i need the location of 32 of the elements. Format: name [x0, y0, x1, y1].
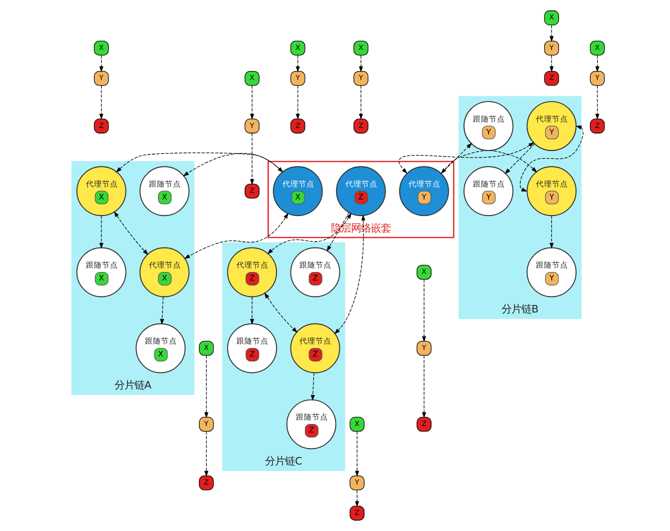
arrow	[358, 85, 362, 120]
arrow	[326, 212, 349, 252]
arrow	[250, 296, 254, 325]
arrow	[594, 55, 599, 72]
arrow	[295, 85, 300, 120]
arrow	[354, 431, 359, 477]
arrow	[182, 153, 282, 176]
arrow	[594, 85, 599, 120]
arrow	[204, 431, 208, 477]
arrow	[422, 355, 426, 418]
arrow	[422, 279, 426, 342]
arrow	[310, 372, 314, 401]
arrow	[160, 296, 164, 325]
arrow	[549, 24, 554, 42]
arrow	[549, 215, 554, 249]
arrow	[334, 214, 365, 334]
arrow	[354, 490, 359, 508]
arrow	[266, 212, 352, 254]
arrow	[98, 215, 103, 249]
arrow	[98, 55, 103, 72]
arrow	[250, 132, 254, 185]
arrow	[184, 212, 288, 259]
arrow	[204, 355, 208, 418]
arrow	[115, 152, 283, 173]
arrow	[358, 55, 362, 72]
arrow	[295, 55, 300, 72]
arrow	[250, 85, 254, 120]
arrow	[98, 85, 103, 120]
arrow	[113, 211, 148, 256]
arrow	[264, 292, 298, 333]
arrow	[549, 55, 554, 72]
arrow	[504, 143, 535, 174]
